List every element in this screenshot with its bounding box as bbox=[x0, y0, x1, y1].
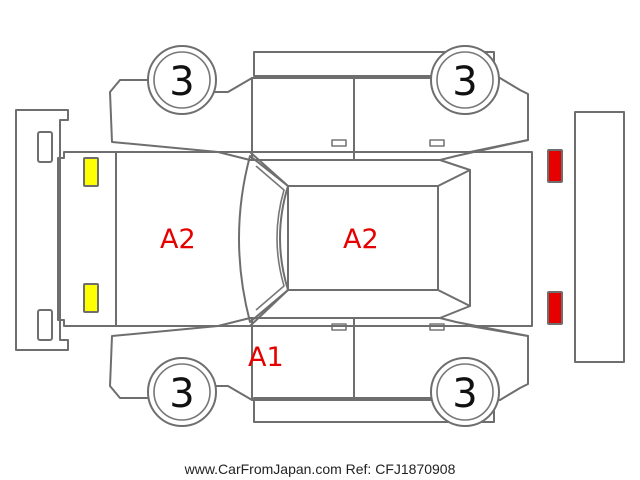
reference-footer: www.CarFromJapan.com Ref: CFJ1870908 bbox=[184, 461, 456, 477]
hood-damage-label: A2 bbox=[160, 224, 196, 255]
wheel-rear-left-rating: 3 bbox=[452, 59, 477, 105]
taillight-right bbox=[547, 291, 563, 325]
taillight-left bbox=[547, 149, 563, 183]
headlight-right bbox=[83, 283, 99, 313]
wheel-rear-right-rating: 3 bbox=[452, 371, 477, 417]
front-bumper bbox=[15, 109, 69, 351]
wheel-rear-right: 3 bbox=[430, 357, 500, 427]
wheel-front-right-rating: 3 bbox=[169, 371, 194, 417]
wheel-rear-left: 3 bbox=[430, 45, 500, 115]
roof-damage-label: A2 bbox=[343, 224, 379, 255]
wheel-front-left: 3 bbox=[147, 45, 217, 115]
wheel-front-left-rating: 3 bbox=[169, 59, 194, 105]
headlight-left bbox=[83, 157, 99, 187]
car-top-view bbox=[57, 139, 533, 337]
wheel-front-right: 3 bbox=[147, 357, 217, 427]
rear-bumper bbox=[574, 111, 625, 363]
left-pillar-damage-label: A1 bbox=[248, 342, 284, 373]
